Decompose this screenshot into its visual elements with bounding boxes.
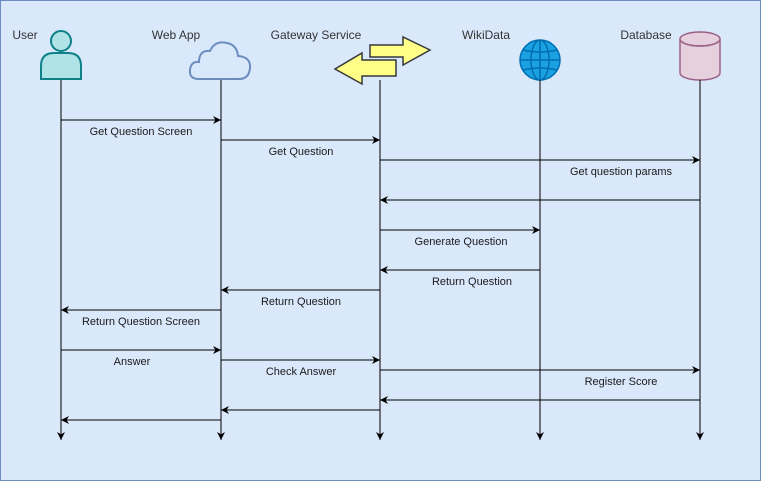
actor-layer: User Web App Gateway Service WikiData Databa… (12, 28, 721, 440)
actor-label-gateway: Gateway Service (271, 28, 362, 42)
message-label: Return Question Screen (82, 316, 200, 328)
actor-label-database: Database (620, 28, 672, 42)
actor-label-user: User (12, 28, 37, 42)
message-1: Get Question Screen (61, 116, 221, 138)
message-8: Return Question Screen (61, 306, 221, 328)
message-2: Get Question (221, 136, 380, 158)
message-9: Answer (61, 346, 221, 368)
actor-label-wikidata: WikiData (462, 28, 510, 42)
message-3: Get question params (380, 156, 700, 178)
message-label: Get Question (269, 146, 334, 158)
actor-webapp: Web App (152, 28, 252, 440)
actor-database: Database (620, 28, 721, 440)
message-label: Return Question (261, 296, 341, 308)
message-label: Return Question (432, 276, 512, 288)
user-icon (40, 30, 82, 80)
message-7: Return Question (221, 286, 380, 308)
message-label: Answer (114, 356, 151, 368)
actor-wikidata: WikiData (462, 28, 561, 440)
cloud-icon (188, 41, 252, 80)
database-icon (679, 31, 721, 81)
message-5: Generate Question (380, 226, 540, 248)
message-label: Register Score (585, 376, 658, 388)
globe-icon (519, 39, 561, 81)
message-label: Check Answer (266, 366, 337, 378)
actor-gateway: Gateway Service (271, 28, 432, 440)
message-11: Register Score (380, 366, 700, 388)
message-label: Get question params (570, 166, 673, 178)
message-6: Return Question (380, 266, 540, 288)
double-arrow-icon (333, 35, 432, 86)
message-label: Get Question Screen (90, 126, 193, 138)
actor-user: User (12, 28, 82, 440)
message-label: Generate Question (415, 236, 508, 248)
message-10: Check Answer (221, 356, 380, 378)
actor-label-webapp: Web App (152, 28, 201, 42)
